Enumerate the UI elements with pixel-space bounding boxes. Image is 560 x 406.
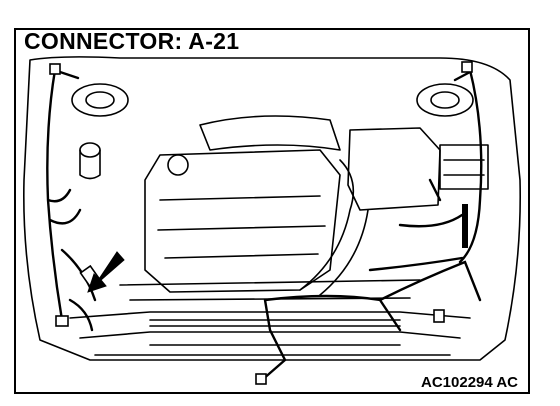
oil-filler-cap	[167, 154, 189, 176]
front-bumper	[69, 311, 471, 356]
relay-box	[347, 127, 441, 211]
lower-wiring-harness	[260, 260, 482, 382]
figure-id: AC102294 AC	[421, 374, 518, 391]
right-wiring-harness	[453, 68, 483, 264]
fender-outline	[23, 56, 521, 361]
grille	[149, 319, 401, 346]
connector-left-lower	[55, 315, 69, 327]
air-intake-duct	[199, 115, 341, 151]
location-marker	[462, 204, 468, 248]
connector-bottom	[255, 373, 267, 385]
battery	[439, 144, 489, 190]
left-wiring-harness	[46, 68, 82, 322]
connector-right-lower	[433, 309, 445, 323]
left-strut-tower	[71, 83, 129, 117]
right-cross-harness	[368, 178, 464, 272]
diagram-title: CONNECTOR: A-21	[24, 28, 240, 54]
connector-left-upper	[49, 63, 61, 75]
right-strut-tower	[416, 83, 474, 117]
pointer-arrow	[87, 251, 125, 293]
reservoir-cap	[79, 142, 101, 158]
connector-right-upper	[461, 61, 473, 73]
engine-cover	[144, 149, 341, 293]
